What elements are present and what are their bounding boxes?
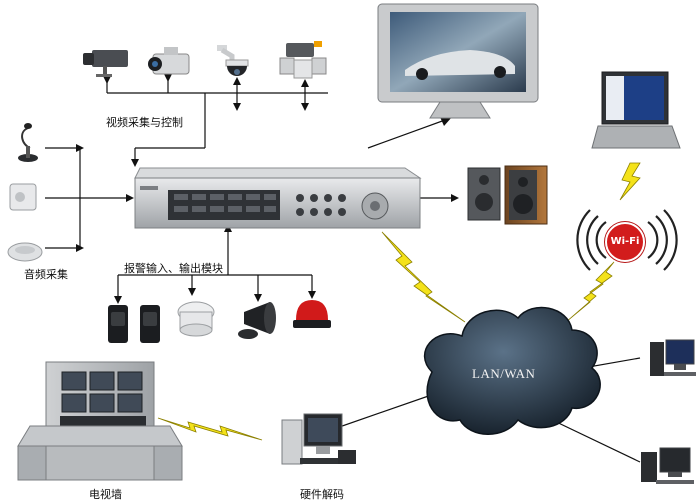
pan-tilt-camera-icon (279, 41, 327, 79)
laptop-icon (591, 71, 681, 149)
lightning-bolt-dvr-cloud (381, 231, 466, 323)
dvr-to-tv-line (367, 119, 446, 149)
dome-ptz-camera-icon (217, 45, 249, 76)
box-camera-icon (83, 50, 128, 77)
strobe-light-icon (293, 300, 331, 328)
network-cloud-icon (423, 306, 601, 435)
pickup-box-icon (9, 183, 37, 211)
speakers-icon (467, 165, 548, 225)
audio-capture-label: 音频采集 (24, 268, 68, 281)
lightning-bolts (157, 162, 641, 441)
ceiling-pickup-icon (7, 242, 43, 262)
tv-wall-console-icon (17, 361, 183, 481)
wifi-waves-icon (576, 209, 678, 271)
zoom-camera-icon (148, 47, 190, 75)
tv-arrowhead (440, 117, 452, 126)
connection-lines (45, 76, 641, 463)
alarm-io-label: 报警输入、输出模块 (124, 262, 223, 275)
smoke-detector-icon (177, 301, 215, 337)
hardware-decode-label: 硬件解码 (300, 488, 344, 501)
arrowheads (76, 74, 459, 304)
lan-wan-label: LAN/WAN (472, 366, 536, 381)
lightning-bolt-wifi-cloud (565, 261, 615, 323)
hardware-decoder-pc-icon (281, 413, 356, 465)
wifi-badge-icon: Wi-Fi (605, 222, 645, 262)
video-capture-label: 视频采集与控制 (106, 116, 183, 129)
desktop-pc-icon (641, 447, 694, 484)
microphone-icon (18, 123, 38, 162)
tv-monitor-icon (377, 3, 539, 119)
infrared-beam-detector-icon (108, 305, 160, 343)
dvr-unit-icon (134, 167, 422, 229)
tv-wall-label: 电视墙 (89, 488, 122, 501)
lightning-bolt-console-decoder (157, 417, 263, 441)
desktop-pc-icon (650, 339, 696, 376)
siren-horn-icon (238, 302, 276, 339)
lightning-bolt-laptop-wifi (619, 162, 641, 201)
